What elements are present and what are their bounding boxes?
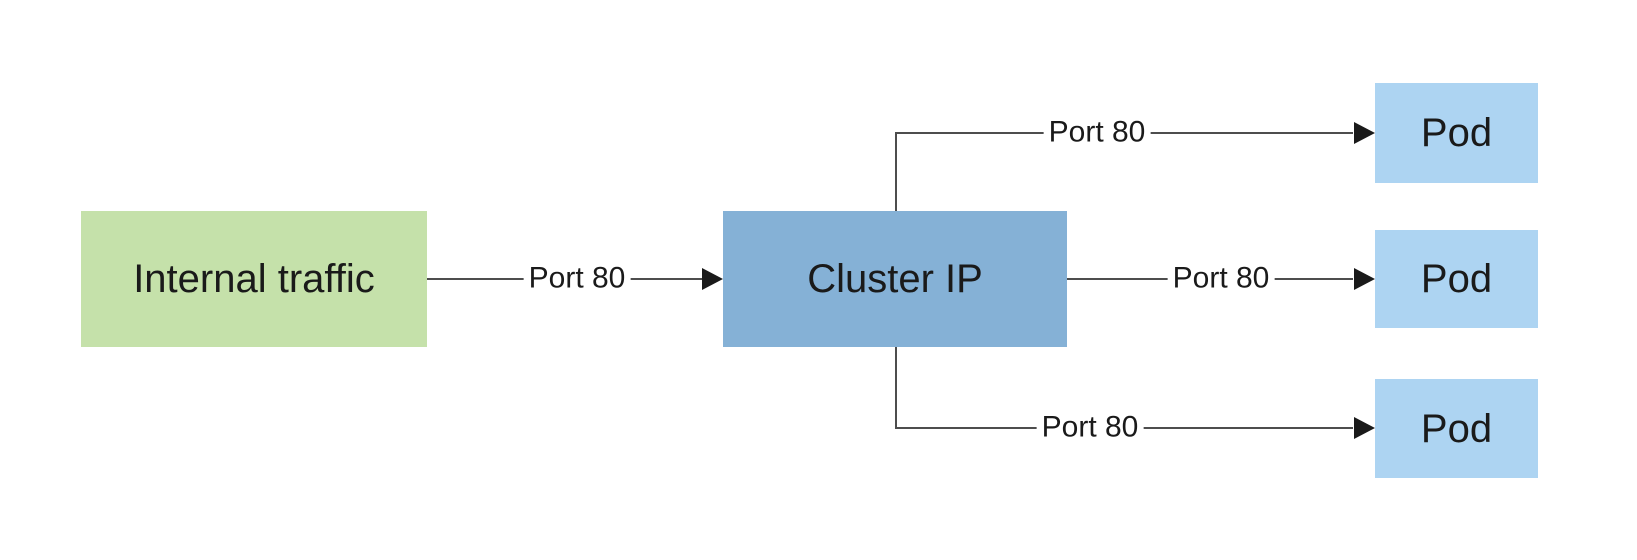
arrowhead-icon [1354, 417, 1375, 439]
internal-traffic-label: Internal traffic [133, 257, 375, 301]
arrowhead-icon [1354, 122, 1375, 144]
port-label: Port 80 [1036, 410, 1144, 445]
arrowhead-icon [702, 268, 723, 290]
connector-clusterip-to-pod3-vertical [895, 347, 897, 428]
pod-label: Pod [1420, 257, 1493, 301]
pod-node: Pod [1375, 230, 1538, 328]
port-label: Port 80 [1167, 261, 1275, 296]
cluster-ip-label: Cluster IP [807, 257, 983, 301]
connector-clusterip-to-pod1-vertical [895, 133, 897, 211]
pod-node: Pod [1375, 83, 1538, 183]
internal-traffic-node: Internal traffic [81, 211, 427, 347]
port-label: Port 80 [1043, 115, 1151, 150]
pod-label: Pod [1420, 111, 1493, 155]
cluster-ip-node: Cluster IP [723, 211, 1067, 347]
pod-label: Pod [1420, 406, 1493, 451]
arrowhead-icon [1354, 268, 1375, 290]
pod-node: Pod [1375, 379, 1538, 478]
port-label: Port 80 [523, 261, 631, 296]
